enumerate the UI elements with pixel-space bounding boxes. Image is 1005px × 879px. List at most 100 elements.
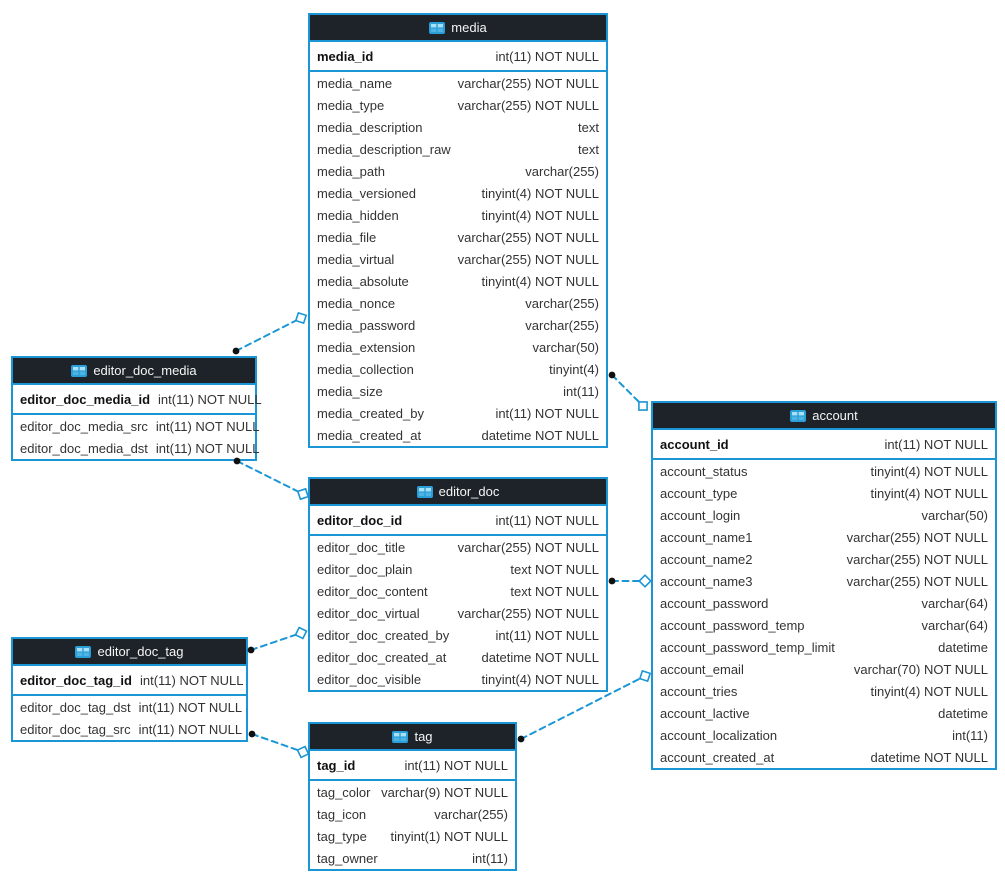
column-name: account_name3	[660, 573, 753, 589]
column-type: int(11) NOT NULL	[404, 757, 508, 773]
table-icon	[392, 730, 409, 743]
column-type: int(11) NOT NULL	[158, 391, 262, 407]
column-name: account_name1	[660, 529, 753, 545]
columns-section: editor_doc_title varchar(255) NOT NULL edi…	[310, 536, 606, 690]
column-name: editor_doc_plain	[317, 561, 413, 577]
relationship-line-editor_doc_tag-to-editor_doc	[247, 626, 308, 654]
column-type: varchar(255) NOT NULL	[846, 573, 988, 589]
primary-key-section: tag_id int(11) NOT NULL	[310, 751, 515, 781]
column-name: account_password_temp_limit	[660, 639, 835, 655]
table-header-media[interactable]: media	[310, 15, 606, 42]
table-editor-doc-media[interactable]: editor_doc_media editor_doc_media_id int(…	[11, 356, 262, 461]
column-name: media_password	[317, 317, 416, 333]
column-name: account_lactive	[660, 705, 750, 721]
column-name: account_tries	[660, 683, 738, 699]
column-type: int(11) NOT NULL	[155, 440, 260, 456]
column-type: tinyint(4) NOT NULL	[870, 463, 988, 479]
table-header-editor-doc[interactable]: editor_doc	[310, 479, 606, 506]
table-header-editor-doc-media[interactable]: editor_doc_media	[13, 358, 255, 385]
column-row: media_description_raw text	[310, 138, 606, 160]
column-name: media_virtual	[317, 251, 395, 267]
table-title: editor_doc	[438, 484, 500, 499]
column-type: int(11) NOT NULL	[139, 672, 244, 688]
column-name: editor_doc_media_id	[20, 391, 151, 407]
column-type: int(11)	[563, 383, 599, 399]
table-header-account[interactable]: account	[653, 403, 995, 430]
column-name: media_created_by	[317, 405, 424, 421]
table-header-editor-doc-tag[interactable]: editor_doc_tag	[13, 639, 246, 666]
column-name: editor_doc_id	[317, 512, 403, 528]
column-name: editor_doc_media_dst	[20, 440, 148, 456]
column-name: account_email	[660, 661, 744, 677]
column-name: media_created_at	[317, 427, 422, 443]
column-name: media_nonce	[317, 295, 396, 311]
column-type: text	[578, 141, 599, 157]
column-name: account_password_temp	[660, 617, 805, 633]
column-type: tinyint(4) NOT NULL	[481, 273, 599, 289]
column-row: account_password_temp varchar(64)	[653, 614, 995, 636]
column-type: varchar(255) NOT NULL	[457, 539, 599, 555]
table-icon	[790, 409, 807, 422]
column-type: varchar(64)	[921, 617, 988, 633]
column-name: media_collection	[317, 361, 414, 377]
primary-key-row: tag_id int(11) NOT NULL	[310, 751, 515, 779]
relationship-line-editor_doc_media-to-editor_doc	[233, 457, 310, 501]
column-type: varchar(64)	[921, 595, 988, 611]
column-name: account_created_at	[660, 749, 775, 765]
table-title: media	[451, 20, 487, 35]
column-name: tag_id	[317, 757, 356, 773]
column-name: media_description_raw	[317, 141, 451, 157]
column-type: varchar(255)	[434, 806, 508, 822]
column-type: varchar(50)	[532, 339, 599, 355]
column-row: account_password varchar(64)	[653, 592, 995, 614]
table-title: tag	[414, 729, 433, 744]
column-name: account_type	[660, 485, 738, 501]
column-name: account_password	[660, 595, 769, 611]
column-type: varchar(255) NOT NULL	[457, 605, 599, 621]
column-type: tinyint(4) NOT NULL	[481, 185, 599, 201]
column-name: account_login	[660, 507, 741, 523]
table-header-tag[interactable]: tag	[310, 724, 515, 751]
column-type: text	[578, 119, 599, 135]
column-name: tag_color	[317, 784, 371, 800]
column-type: varchar(70) NOT NULL	[853, 661, 988, 677]
column-name: editor_doc_title	[317, 539, 406, 555]
column-type: varchar(255) NOT NULL	[846, 529, 988, 545]
column-type: tinyint(1) NOT NULL	[390, 828, 508, 844]
column-type: int(11) NOT NULL	[138, 699, 243, 715]
column-row: account_email varchar(70) NOT NULL	[653, 658, 995, 680]
column-name: editor_doc_created_at	[317, 649, 447, 665]
column-name: editor_doc_visible	[317, 671, 422, 687]
